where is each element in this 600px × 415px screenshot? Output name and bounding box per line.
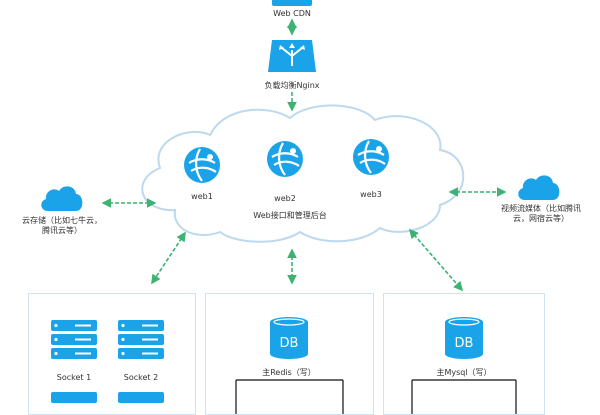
cdn-icon (272, 0, 312, 6)
storage-cloud-icon (41, 186, 83, 211)
cdn-label: Web CDN (273, 9, 311, 18)
architecture-diagram: Web CDN 负载均衡Nginx web1 web2 web3 Web接口和管… (22, 0, 581, 415)
load-balancer-label: 负载均衡Nginx (264, 81, 320, 90)
connector-layer (101, 18, 507, 292)
redis-db-icon: DB (270, 317, 308, 359)
web2-server-icon (267, 141, 303, 177)
mysql-panel: DB 主Mysql（写） (383, 293, 545, 415)
storage-label: 云存储（比如七牛云，腾讯云等） (22, 216, 102, 235)
mysql-label: 主Mysql（写） (436, 368, 492, 377)
web1-server-icon (184, 147, 220, 183)
mysql-db-icon: DB (445, 317, 483, 359)
video-label: 视频流媒体（比如腾讯云，网宿云等） (501, 204, 581, 223)
app-cluster-cloud (141, 104, 465, 243)
load-balancer-icon (268, 40, 316, 72)
web3-server-icon (353, 139, 389, 175)
socket1-label: Socket 1 (56, 373, 92, 382)
socket-link-arrow (151, 231, 186, 285)
socket2-label: Socket 2 (123, 373, 159, 382)
mysql-db-text: DB (455, 336, 474, 351)
socket3-server-icon (51, 392, 97, 403)
redis-panel: DB 主Redis（写） (205, 293, 374, 415)
socket-panel: Socket 1 Socket 2 (28, 293, 196, 415)
video-cloud-icon (518, 175, 560, 200)
socket4-server-icon (118, 392, 164, 403)
web1-label: web1 (191, 192, 213, 201)
socket1-server-icon (51, 320, 97, 359)
web3-label: web3 (360, 190, 382, 199)
cluster-caption: Web接口和管理后台 (253, 211, 327, 220)
web2-label: web2 (274, 194, 296, 203)
mysql-replica-lines (411, 379, 517, 414)
mysql-link-arrow (408, 228, 464, 292)
redis-replica-lines (235, 379, 344, 414)
socket2-server-icon (118, 320, 164, 359)
redis-label: 主Redis（写） (262, 368, 316, 377)
redis-db-text: DB (280, 336, 299, 351)
